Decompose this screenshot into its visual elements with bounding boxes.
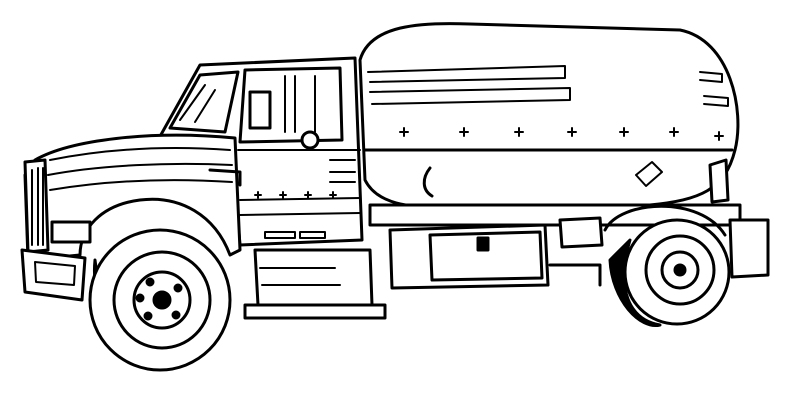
cab (156, 56, 387, 320)
hood (20, 133, 242, 302)
windshield (168, 70, 240, 134)
tank-valve (476, 236, 490, 252)
front-wheel (88, 228, 232, 372)
tank-rivets (399, 127, 724, 141)
grille (23, 158, 50, 254)
mirror (248, 90, 272, 130)
rear-wheel (608, 218, 731, 328)
tank (358, 22, 740, 209)
chassis (368, 158, 770, 290)
rear-fender (603, 204, 727, 237)
bumper (20, 248, 87, 302)
step (253, 248, 374, 307)
cab-rivets (254, 191, 337, 199)
headlight (50, 220, 92, 244)
